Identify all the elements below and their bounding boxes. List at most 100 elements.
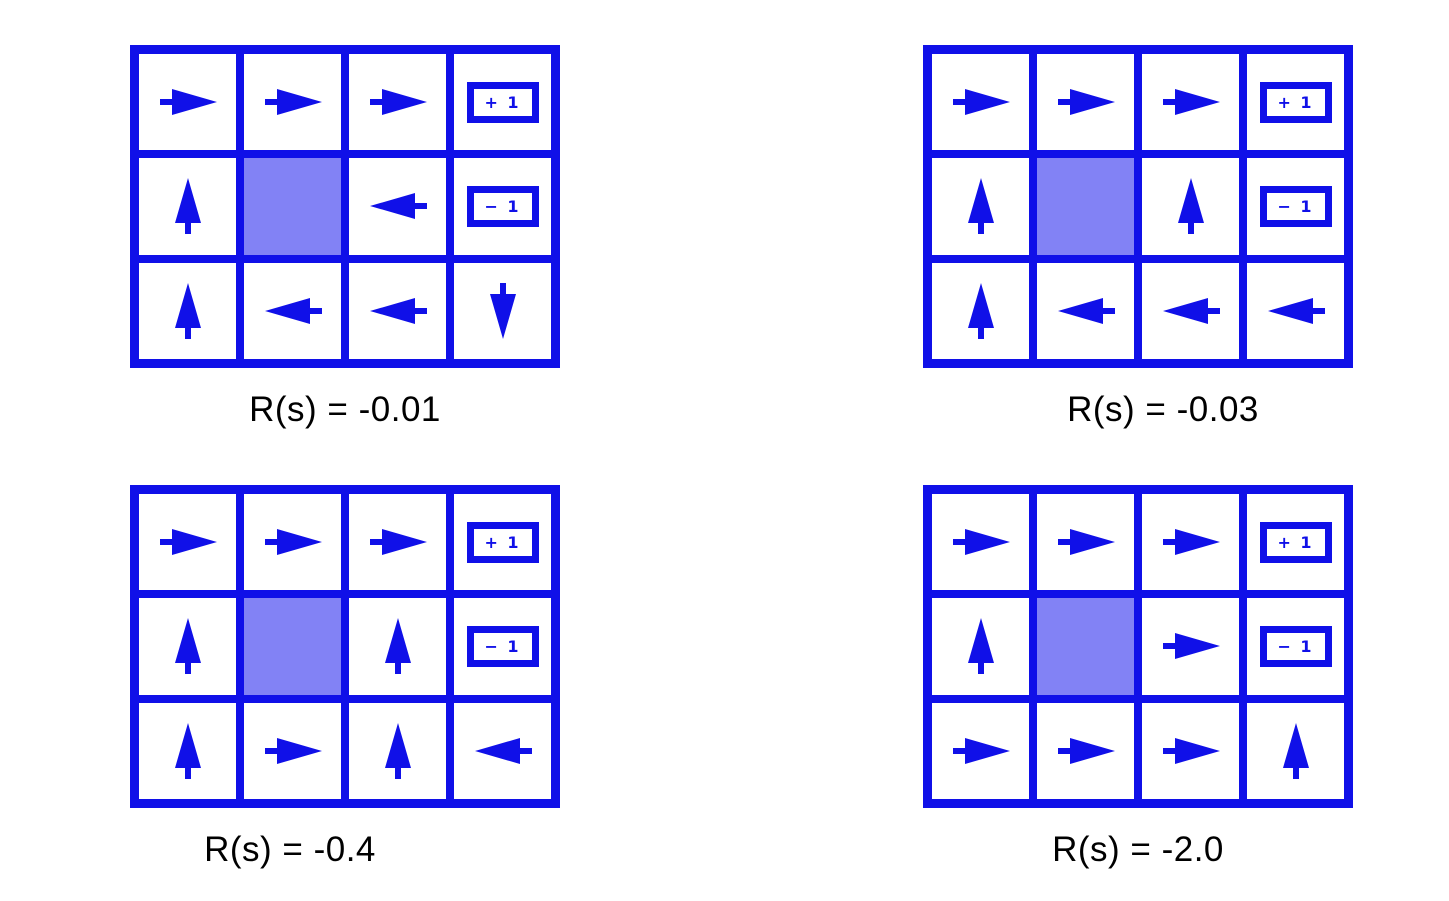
grid-cell xyxy=(244,702,341,799)
grid-cell: − 1 xyxy=(1247,598,1344,695)
grid-cell xyxy=(932,702,1029,799)
minus-one-terminal: − 1 xyxy=(466,625,539,667)
reward-label-1: R(s) = -0.01 xyxy=(249,390,441,429)
grid-cell xyxy=(932,494,1029,591)
grid-cell xyxy=(932,54,1029,151)
right-arrow-icon xyxy=(1162,633,1220,660)
grid-cell xyxy=(454,702,551,799)
reward-label-3: R(s) = -0.4 xyxy=(204,830,376,869)
grid-cell xyxy=(139,702,236,799)
wall-cell xyxy=(244,158,341,255)
grid-cell xyxy=(139,54,236,151)
reward-label-2: R(s) = -0.03 xyxy=(1067,390,1259,429)
right-arrow-icon xyxy=(264,737,322,764)
left-arrow-icon xyxy=(474,737,532,764)
grid-cell xyxy=(349,54,446,151)
grid-cell xyxy=(1142,598,1239,695)
grid-cell xyxy=(349,598,446,695)
grid-cell xyxy=(932,158,1029,255)
up-arrow-icon xyxy=(967,178,994,235)
grid-cell xyxy=(349,494,446,591)
policy-panel-1: + 1 − 1 R(s) = -0.01 xyxy=(130,45,560,430)
right-arrow-icon xyxy=(159,89,217,116)
grid-cell xyxy=(1037,54,1134,151)
policy-panel-3: + 1 − 1 R(s) = -0.4 xyxy=(130,485,560,870)
up-arrow-icon xyxy=(174,722,201,779)
right-arrow-icon xyxy=(159,529,217,556)
right-arrow-icon xyxy=(369,89,427,116)
grid-cell xyxy=(244,262,341,359)
up-arrow-icon xyxy=(384,722,411,779)
grid-cell: − 1 xyxy=(1247,158,1344,255)
grid-cell xyxy=(349,262,446,359)
right-arrow-icon xyxy=(952,89,1010,116)
grid-cell xyxy=(244,54,341,151)
up-arrow-icon xyxy=(967,618,994,675)
right-arrow-icon xyxy=(1162,89,1220,116)
grid-cell xyxy=(1142,262,1239,359)
up-arrow-icon xyxy=(174,178,201,235)
right-arrow-icon xyxy=(369,529,427,556)
reward-label-4: R(s) = -2.0 xyxy=(1052,830,1224,869)
grid-cell xyxy=(1037,702,1134,799)
up-arrow-icon xyxy=(1282,722,1309,779)
grid-cell: + 1 xyxy=(1247,54,1344,151)
right-arrow-icon xyxy=(952,529,1010,556)
up-arrow-icon xyxy=(174,618,201,675)
grid-cell xyxy=(1142,702,1239,799)
gridworld-grid-3: + 1 − 1 xyxy=(130,485,560,808)
minus-one-terminal: − 1 xyxy=(1259,185,1332,227)
wall-cell xyxy=(1037,158,1134,255)
right-arrow-icon xyxy=(1057,737,1115,764)
right-arrow-icon xyxy=(264,529,322,556)
grid-cell xyxy=(349,158,446,255)
grid-cell xyxy=(1247,702,1344,799)
wall-cell xyxy=(244,598,341,695)
wall-cell xyxy=(1037,598,1134,695)
right-arrow-icon xyxy=(264,89,322,116)
plus-one-terminal: + 1 xyxy=(1259,81,1332,123)
left-arrow-icon xyxy=(1057,297,1115,324)
grid-cell xyxy=(1142,494,1239,591)
up-arrow-icon xyxy=(967,282,994,339)
right-arrow-icon xyxy=(1057,529,1115,556)
grid-cell: + 1 xyxy=(454,54,551,151)
right-arrow-icon xyxy=(1162,529,1220,556)
grid-cell xyxy=(1142,54,1239,151)
minus-one-terminal: − 1 xyxy=(466,185,539,227)
gridworld-grid-1: + 1 − 1 xyxy=(130,45,560,368)
grid-cell xyxy=(139,494,236,591)
grid-cell xyxy=(139,158,236,255)
grid-cell: + 1 xyxy=(454,494,551,591)
minus-one-terminal: − 1 xyxy=(1259,625,1332,667)
up-arrow-icon xyxy=(384,618,411,675)
right-arrow-icon xyxy=(1162,737,1220,764)
grid-cell xyxy=(244,494,341,591)
left-arrow-icon xyxy=(1267,297,1325,324)
policy-panel-4: + 1 − 1 R(s) = -2.0 xyxy=(923,485,1353,870)
grid-cell xyxy=(1037,262,1134,359)
left-arrow-icon xyxy=(1162,297,1220,324)
left-arrow-icon xyxy=(369,193,427,220)
grid-cell xyxy=(932,262,1029,359)
plus-one-terminal: + 1 xyxy=(1259,521,1332,563)
left-arrow-icon xyxy=(264,297,322,324)
grid-cell xyxy=(349,702,446,799)
grid-cell xyxy=(1247,262,1344,359)
grid-cell xyxy=(1142,158,1239,255)
grid-cell xyxy=(454,262,551,359)
up-arrow-icon xyxy=(1177,178,1204,235)
left-arrow-icon xyxy=(369,297,427,324)
grid-cell xyxy=(932,598,1029,695)
up-arrow-icon xyxy=(174,282,201,339)
grid-cell: − 1 xyxy=(454,598,551,695)
grid-cell xyxy=(1037,494,1134,591)
grid-cell: + 1 xyxy=(1247,494,1344,591)
plus-one-terminal: + 1 xyxy=(466,521,539,563)
gridworld-grid-4: + 1 − 1 xyxy=(923,485,1353,808)
grid-cell xyxy=(139,262,236,359)
right-arrow-icon xyxy=(952,737,1010,764)
down-arrow-icon xyxy=(489,282,516,339)
gridworld-grid-2: + 1 − 1 xyxy=(923,45,1353,368)
